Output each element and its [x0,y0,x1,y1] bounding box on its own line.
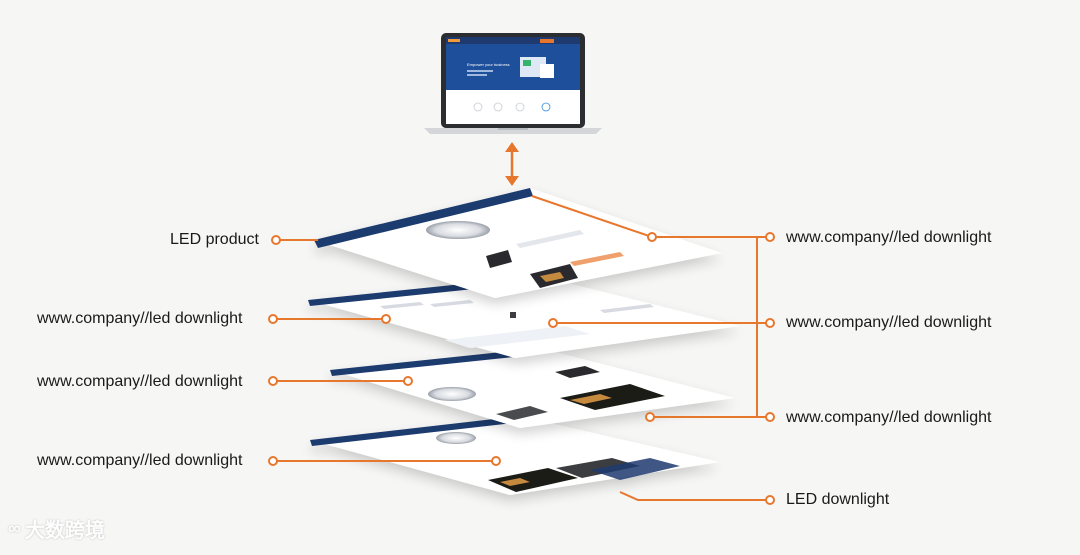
laptop-site-header [446,37,580,44]
label-right-1: www.company//led downlight [786,228,991,248]
connector-dot-icon [272,236,280,244]
connector-dot-icon [766,319,774,327]
label-left-2: www.company//led downlight [37,309,242,329]
label-left-4: www.company//led downlight [37,451,242,471]
laptop-hero-text: Empower your business [467,62,510,67]
watermark-text: 大数跨境 [25,514,105,543]
connector-dot-icon [766,496,774,504]
laptop-hero-tablet [540,64,554,78]
label-left-3: www.company//led downlight [37,372,242,392]
page-layer-1 [314,188,722,298]
watermark: ∞ 大数跨境 [8,514,105,543]
laptop-hero-line [467,70,493,72]
connector-dot-icon [766,233,774,241]
laptop-hero-line [467,74,487,76]
page-layer-4 [310,416,720,495]
laptop-hero [446,44,580,90]
connector-dot-icon [269,377,277,385]
label-right-4: LED downlight [786,490,889,510]
connector-dot-icon [492,457,500,465]
connector-dot-icon [646,413,654,421]
laptop-notch [498,128,528,130]
connector-dot-icon [404,377,412,385]
watermark-logo-icon: ∞ [8,518,21,539]
label-right-3: www.company//led downlight [786,408,991,428]
connector-dot-icon [648,233,656,241]
connector-dot-icon [269,315,277,323]
laptop-site-logo [448,39,460,42]
label-right-2: www.company//led downlight [786,313,991,333]
laptop: Empower your business [424,33,602,134]
connector-dot-icon [382,315,390,323]
double-arrow-icon [505,142,519,186]
laptop-hero-chart [523,60,531,66]
laptop-site-cta [540,39,554,43]
connector-dot-icon [269,457,277,465]
connector-right-4 [620,492,769,500]
connector-dot-icon [766,413,774,421]
connector-dot-icon [549,319,557,327]
label-left-1: LED product [170,230,259,250]
